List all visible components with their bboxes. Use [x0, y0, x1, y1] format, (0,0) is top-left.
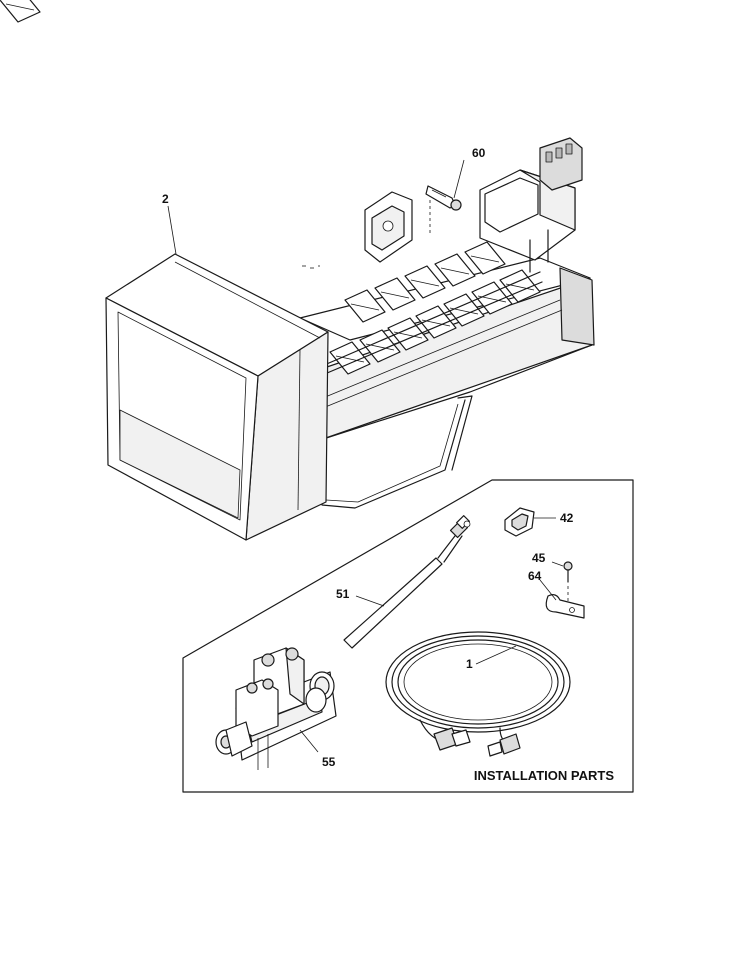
clamp-64: 64 [528, 569, 585, 619]
screw-60: 60 [425, 146, 486, 235]
label-55: 55 [322, 755, 336, 769]
water-line-1: 1 [385, 631, 571, 757]
installation-parts-box: 42 45 64 51 [182, 479, 634, 793]
label-45: 45 [532, 551, 546, 565]
ice-maker-assembly: 2 [0, 0, 595, 541]
label-42: 42 [560, 511, 574, 525]
water-valve-55: 55 [215, 647, 337, 770]
stray-marks [302, 265, 320, 269]
fill-tube-51: 51 [336, 515, 471, 649]
leader-2 [167, 205, 177, 255]
label-51: 51 [336, 587, 350, 601]
ejector-fingers [0, 0, 563, 411]
screw-45: 45 [532, 551, 573, 610]
installation-parts-title: INSTALLATION PARTS [474, 768, 614, 783]
label-1: 1 [466, 657, 473, 671]
label-64: 64 [528, 569, 542, 583]
label-2: 2 [162, 192, 169, 206]
mounting-bracket [364, 191, 413, 263]
control-housing [105, 253, 329, 541]
label-60: 60 [472, 146, 486, 160]
clip-42: 42 [504, 507, 574, 537]
ice-tray-body [299, 257, 595, 509]
fill-cup-housing [479, 137, 583, 273]
